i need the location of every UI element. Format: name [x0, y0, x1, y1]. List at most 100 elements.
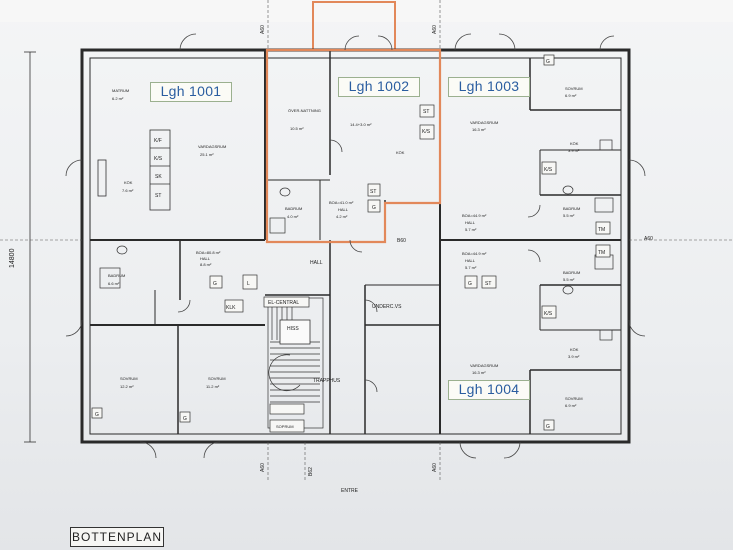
fixture-kf: K/F [154, 138, 162, 144]
room-hall-1002-name: HALL [338, 207, 349, 212]
section-a60-bottom-right: A60 [432, 463, 438, 472]
fixture-sk: SK [155, 174, 162, 180]
fixture-st-core: ST [485, 281, 491, 287]
apartment-label-lgh-1002: Lgh 1002 [338, 77, 420, 97]
room-hall-1002-boa: BOA=41.0 m² [329, 200, 354, 205]
room-badrum-1004-name: BADRUM [563, 270, 580, 275]
room-trapphus-name: TRAPPHUS [313, 378, 341, 384]
room-sovrum-a-area: 12.2 m² [120, 384, 134, 389]
section-a60-top-left: A60 [260, 25, 266, 34]
room-labels: MATRUM 6.2 m² VARDAGSRUM 25.1 m² KÖK 7.6… [108, 86, 583, 494]
room-underc-vs-name: UNDERC.VS [372, 304, 402, 310]
room-hall-common-name: HALL [310, 260, 323, 266]
section-a60-bottom-left: A60 [260, 463, 266, 472]
dimension-14800: 14800 [9, 248, 16, 268]
fixture-g-1002: G [372, 205, 376, 211]
section-lines [0, 0, 733, 480]
room-badrum-1002-name: BADRUM [285, 206, 302, 211]
apartment-label-lgh-1004: Lgh 1004 [448, 380, 530, 400]
plan-title: BOTTENPLAN [70, 527, 164, 547]
fixture-g-1004: G [546, 424, 550, 430]
room-entre-name: ENTRE [341, 488, 359, 494]
room-kok-1001-name: KÖK [124, 180, 133, 185]
room-badrum-1003-area: 5.5 m² [563, 213, 575, 218]
annotation-texts: 14800 A60 A60 A60 B60 A60 A60 B62 [9, 25, 653, 476]
room-kok-1002-name: KÖK [396, 150, 405, 155]
bathroom-fixtures [99, 139, 614, 341]
room-sopprum-name: SOPRUM [276, 424, 294, 429]
room-kok-1004-area: 3.9 m² [568, 354, 580, 359]
outer-walls [80, 48, 631, 444]
fixture-ks: K/S [154, 156, 163, 162]
dimension-line-left [24, 51, 36, 443]
lgh-1002-outline [265, 48, 442, 244]
room-vardagsrum-1004-area: 16.3 m² [472, 370, 486, 375]
fixture-g-sov-b: G [183, 416, 187, 422]
fixture-g-core: G [468, 281, 472, 287]
room-vardagsrum-1001-name: VARDAGSRUM [198, 144, 226, 149]
fixture-labels: K/F K/S SK ST G L ST G ST K/S G ST K/S K… [95, 59, 605, 430]
sheet-top-margin [0, 0, 733, 22]
room-sovrum-1003-area: 6.9 m² [565, 93, 577, 98]
section-a60-top-right: A60 [432, 25, 438, 34]
room-vardagsrum-1002-area: 14.4+3.0 m² [350, 122, 372, 127]
room-hall-1003-area: 5.7 m² [465, 227, 477, 232]
room-vardagsrum-1004-name: VARDAGSRUM [470, 363, 498, 368]
fixture-tm-1004: TM [598, 250, 605, 256]
room-sovrum-b-name: SOVRUM [208, 376, 226, 381]
room-sovrum-1003-name: SOVRUM [565, 86, 583, 91]
room-hall-1003-boa: BOA=44.9 m² [462, 213, 487, 218]
room-hall-1001-area: 8.8 m² [200, 262, 212, 267]
door-swings [65, 33, 646, 459]
fixture-g-sov-a: G [95, 412, 99, 418]
apartment-label-lgh-1003: Lgh 1003 [448, 77, 530, 97]
room-el-central-name: EL-CENTRAL [268, 300, 299, 306]
section-a60-right: A60 [644, 236, 653, 242]
section-b60: B60 [397, 238, 406, 244]
room-kok-1003-area: 3.9 m² [568, 148, 580, 153]
room-vardagsrum-1003-name: VARDAGSRUM [470, 120, 498, 125]
fixture-ks-1004: K/S [544, 311, 553, 317]
room-hall-1001-name: HALL [200, 256, 211, 261]
fixture-l: L [247, 281, 250, 287]
fixture-st: ST [155, 193, 161, 199]
fixture-st-1002: ST [370, 189, 376, 195]
room-badrum-1002-area: 4.0 m² [287, 214, 299, 219]
room-sovrum-1004-area: 6.9 m² [565, 403, 577, 408]
room-badrum-1004-area: 5.5 m² [563, 277, 575, 282]
room-overnattning-area: 10.5 m² [290, 126, 304, 131]
room-hall-1004-boa: BOA=44.9 m² [462, 251, 487, 256]
apartment-label-lgh-1001: Lgh 1001 [150, 82, 232, 102]
room-sovrum-a-name: SOVRUM [120, 376, 138, 381]
room-kok-1004-name: KÖK [570, 347, 579, 352]
fixture-g: G [213, 281, 217, 287]
fixture-tm-1003: TM [598, 227, 605, 233]
interior-walls [90, 50, 621, 434]
room-hiss-name: HISS [287, 326, 299, 332]
appliance-boxes [91, 54, 611, 433]
room-badrum-1003-name: BADRUM [563, 206, 580, 211]
room-klk-name: KLK [226, 305, 236, 311]
room-overnattning-name: ÖVER-NATTNING [288, 108, 321, 113]
room-sovrum-1004-name: SOVRUM [565, 396, 583, 401]
room-hall-1004-area: 5.7 m² [465, 265, 477, 270]
room-kok-1003-name: KÖK [570, 141, 579, 146]
kitchen-fixtures-1001 [97, 129, 171, 211]
room-hall-1004-name: HALL [465, 258, 476, 263]
room-vardagsrum-1003-area: 16.3 m² [472, 127, 486, 132]
room-kok-1001-area: 7.6 m² [122, 188, 134, 193]
fixture-ks-1002: K/S [422, 129, 431, 135]
room-sovrum-b-area: 11.2 m² [206, 384, 220, 389]
room-hall-1001-boa: BOA=80.8 m² [196, 250, 221, 255]
room-badrum-1001-area: 6.6 m² [108, 281, 120, 286]
room-matrum-area: 6.2 m² [112, 96, 124, 101]
room-hall-1003-name: HALL [465, 220, 476, 225]
room-badrum-1001-name: BADRUM [108, 273, 125, 278]
fixture-g-1003: G [546, 59, 550, 65]
room-matrum-name: MATRUM [112, 88, 129, 93]
fixture-ks-1003: K/S [544, 167, 553, 173]
section-b62: B62 [308, 467, 314, 476]
fixture-st-1002b: ST [423, 109, 429, 115]
